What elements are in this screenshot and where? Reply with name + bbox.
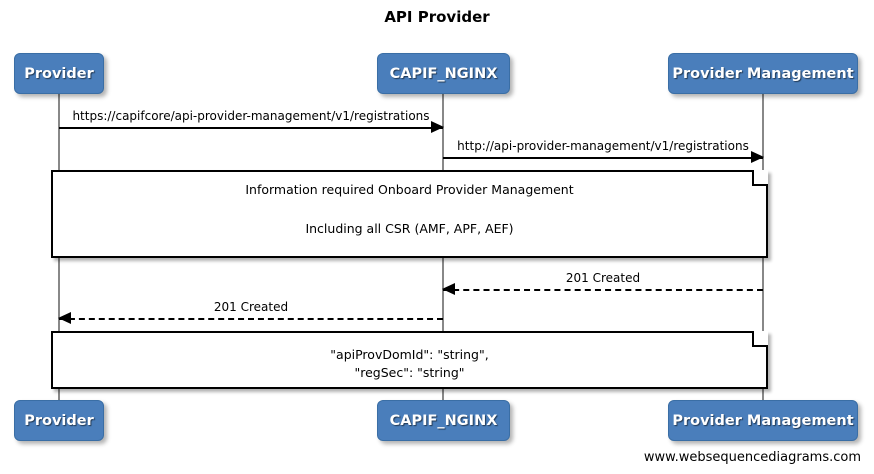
message-label: https://capifcore/api-provider-managemen…	[72, 109, 430, 123]
message-label: 201 Created	[213, 300, 289, 314]
note-text-line: "regSec": "string"	[354, 365, 465, 381]
arrowhead-left-icon	[442, 283, 455, 295]
participant-capif-nginx-bottom[interactable]: CAPIF_NGINX	[377, 400, 510, 441]
participant-label: Provider	[24, 65, 94, 82]
note-body: "apiProvDomId": "string", "regSec": "str…	[53, 346, 766, 382]
participant-provider-management-top[interactable]: Provider Management	[668, 53, 858, 94]
participant-provider-top[interactable]: Provider	[14, 53, 104, 94]
participant-label: CAPIF_NGINX	[389, 412, 498, 429]
note-text-spacer	[53, 197, 766, 223]
footer-credit-link[interactable]: www.websequencediagrams.com	[643, 450, 861, 465]
page-title: API Provider	[384, 8, 490, 26]
message-line	[443, 289, 763, 291]
note-text-line: Including all CSR (AMF, APF, AEF)	[305, 220, 514, 236]
arrowhead-right-icon	[431, 121, 444, 133]
participant-label: Provider Management	[672, 65, 854, 82]
message-line	[59, 318, 443, 320]
message-line	[59, 127, 443, 129]
note-text-line: "apiProvDomId": "string",	[330, 347, 489, 362]
participant-label: CAPIF_NGINX	[389, 65, 498, 82]
note-dogear-icon	[752, 331, 768, 347]
note-body: Information required Onboard Provider Ma…	[53, 182, 766, 236]
participant-provider-bottom[interactable]: Provider	[14, 400, 104, 441]
note-response-payload: "apiProvDomId": "string", "regSec": "str…	[51, 331, 768, 389]
arrowhead-right-icon	[751, 151, 764, 163]
note-onboard-info: Information required Onboard Provider Ma…	[51, 170, 768, 258]
message-label: 201 Created	[565, 271, 641, 285]
arrowhead-left-icon	[58, 312, 71, 324]
participant-label: Provider Management	[672, 412, 854, 429]
note-dogear-icon	[752, 170, 768, 186]
message-label: http://api-provider-management/v1/regist…	[457, 139, 749, 153]
participant-provider-management-bottom[interactable]: Provider Management	[668, 400, 858, 441]
participant-label: Provider	[24, 412, 94, 429]
note-text-line: Information required Onboard Provider Ma…	[245, 182, 574, 197]
participant-capif-nginx-top[interactable]: CAPIF_NGINX	[377, 53, 510, 94]
message-line	[443, 157, 763, 159]
